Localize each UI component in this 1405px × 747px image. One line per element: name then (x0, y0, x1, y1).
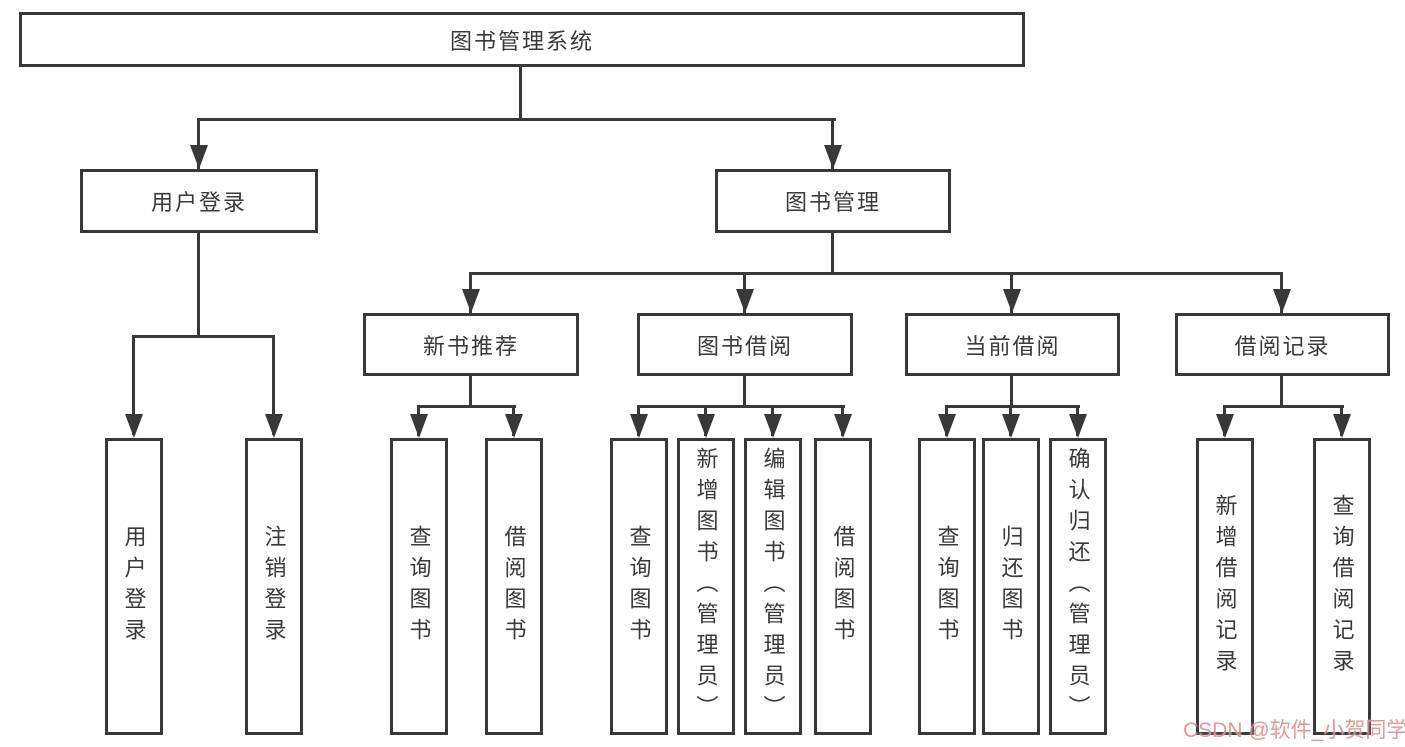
leaf-query-books-borrowing: 查询图书 (610, 438, 668, 735)
leaf-label: 借阅图书 (830, 524, 856, 649)
arrow-down-icon (697, 414, 715, 438)
leaf-label: 新增借阅记录 (1212, 493, 1238, 680)
connector-line (1223, 405, 1344, 408)
arrow-down-icon (938, 414, 956, 438)
connector-line (519, 67, 522, 121)
arrow-down-icon (1002, 414, 1020, 438)
connector-line (469, 272, 1283, 275)
node-new-book-recommendation: 新书推荐 (363, 313, 579, 376)
node-label: 用户登录 (150, 190, 247, 215)
leaf-label: 查询图书 (626, 524, 652, 649)
connector-line (831, 233, 834, 275)
leaf-borrow-books-recommend: 借阅图书 (485, 438, 543, 735)
leaf-label: 查询借阅记录 (1329, 493, 1355, 680)
arrow-down-icon (824, 145, 842, 169)
leaf-query-books-current: 查询图书 (918, 438, 976, 735)
csdn-watermark: CSDN @软件_小贺同学 (1183, 719, 1405, 742)
arrow-down-icon (764, 414, 782, 438)
leaf-label: 用户登录 (121, 524, 147, 649)
node-label: 图书管理 (784, 190, 881, 215)
connector-line (197, 118, 200, 169)
arrow-down-icon (125, 414, 143, 438)
node-book-borrowing: 图书借阅 (637, 313, 853, 376)
leaf-label: 借阅图书 (501, 524, 527, 649)
node-borrowing-records: 借阅记录 (1175, 313, 1390, 376)
leaf-query-borrow-record: 查询借阅记录 (1313, 438, 1371, 735)
arrow-down-icon (736, 289, 754, 313)
node-label: 新书推荐 (422, 333, 519, 359)
leaf-label: 查询图书 (934, 524, 960, 649)
node-label: 当前借阅 (964, 333, 1061, 359)
leaf-add-books-admin: 新增图书（管理员） (677, 438, 735, 735)
connector-line (197, 118, 836, 121)
leaf-borrow-books-borrowing: 借阅图书 (814, 438, 872, 735)
arrow-down-icon (462, 289, 480, 313)
arrow-down-icon (834, 414, 852, 438)
arrow-down-icon (630, 414, 648, 438)
leaf-return-books: 归还图书 (982, 438, 1040, 735)
node-library-management-system: 图书管理系统 (19, 12, 1025, 67)
connector-line (469, 376, 472, 408)
node-book-management: 图书管理 (715, 169, 951, 233)
connector-line (197, 233, 200, 338)
node-label: 图书借阅 (696, 333, 793, 359)
leaf-label: 编辑图书（管理员） (760, 447, 786, 726)
connector-line (132, 335, 135, 435)
connector-line (831, 118, 834, 169)
leaf-confirm-return-admin: 确认归还（管理员） (1049, 438, 1107, 735)
arrow-down-icon (505, 414, 523, 438)
leaf-user-login: 用户登录 (105, 438, 163, 735)
leaf-query-books-recommend: 查询图书 (390, 438, 448, 735)
leaf-logout: 注销登录 (245, 438, 303, 735)
connector-line (132, 335, 275, 338)
node-user-login: 用户登录 (80, 169, 318, 233)
node-label: 图书管理系统 (449, 28, 594, 54)
leaf-label: 确认归还（管理员） (1065, 447, 1091, 726)
arrow-down-icon (1273, 289, 1291, 313)
node-label: 借阅记录 (1234, 333, 1331, 359)
connector-line (637, 405, 845, 408)
connector-line (945, 405, 1080, 408)
node-current-borrowing: 当前借阅 (905, 313, 1120, 376)
connector-line (1280, 376, 1283, 408)
connector-line (1010, 376, 1013, 408)
arrow-down-icon (1069, 414, 1087, 438)
arrow-down-icon (1003, 289, 1021, 313)
leaf-label: 归还图书 (998, 524, 1024, 649)
leaf-label: 查询图书 (406, 524, 432, 649)
leaf-add-borrow-record: 新增借阅记录 (1196, 438, 1254, 735)
arrow-down-icon (265, 414, 283, 438)
connector-line (272, 335, 275, 435)
arrow-down-icon (1333, 414, 1351, 438)
arrow-down-icon (1216, 414, 1234, 438)
leaf-label: 注销登录 (261, 524, 287, 649)
arrow-down-icon (190, 145, 208, 169)
leaf-label: 新增图书（管理员） (693, 447, 719, 726)
leaf-edit-books-admin: 编辑图书（管理员） (744, 438, 802, 735)
connector-line (743, 376, 746, 408)
arrow-down-icon (410, 414, 428, 438)
connector-line (417, 405, 516, 408)
